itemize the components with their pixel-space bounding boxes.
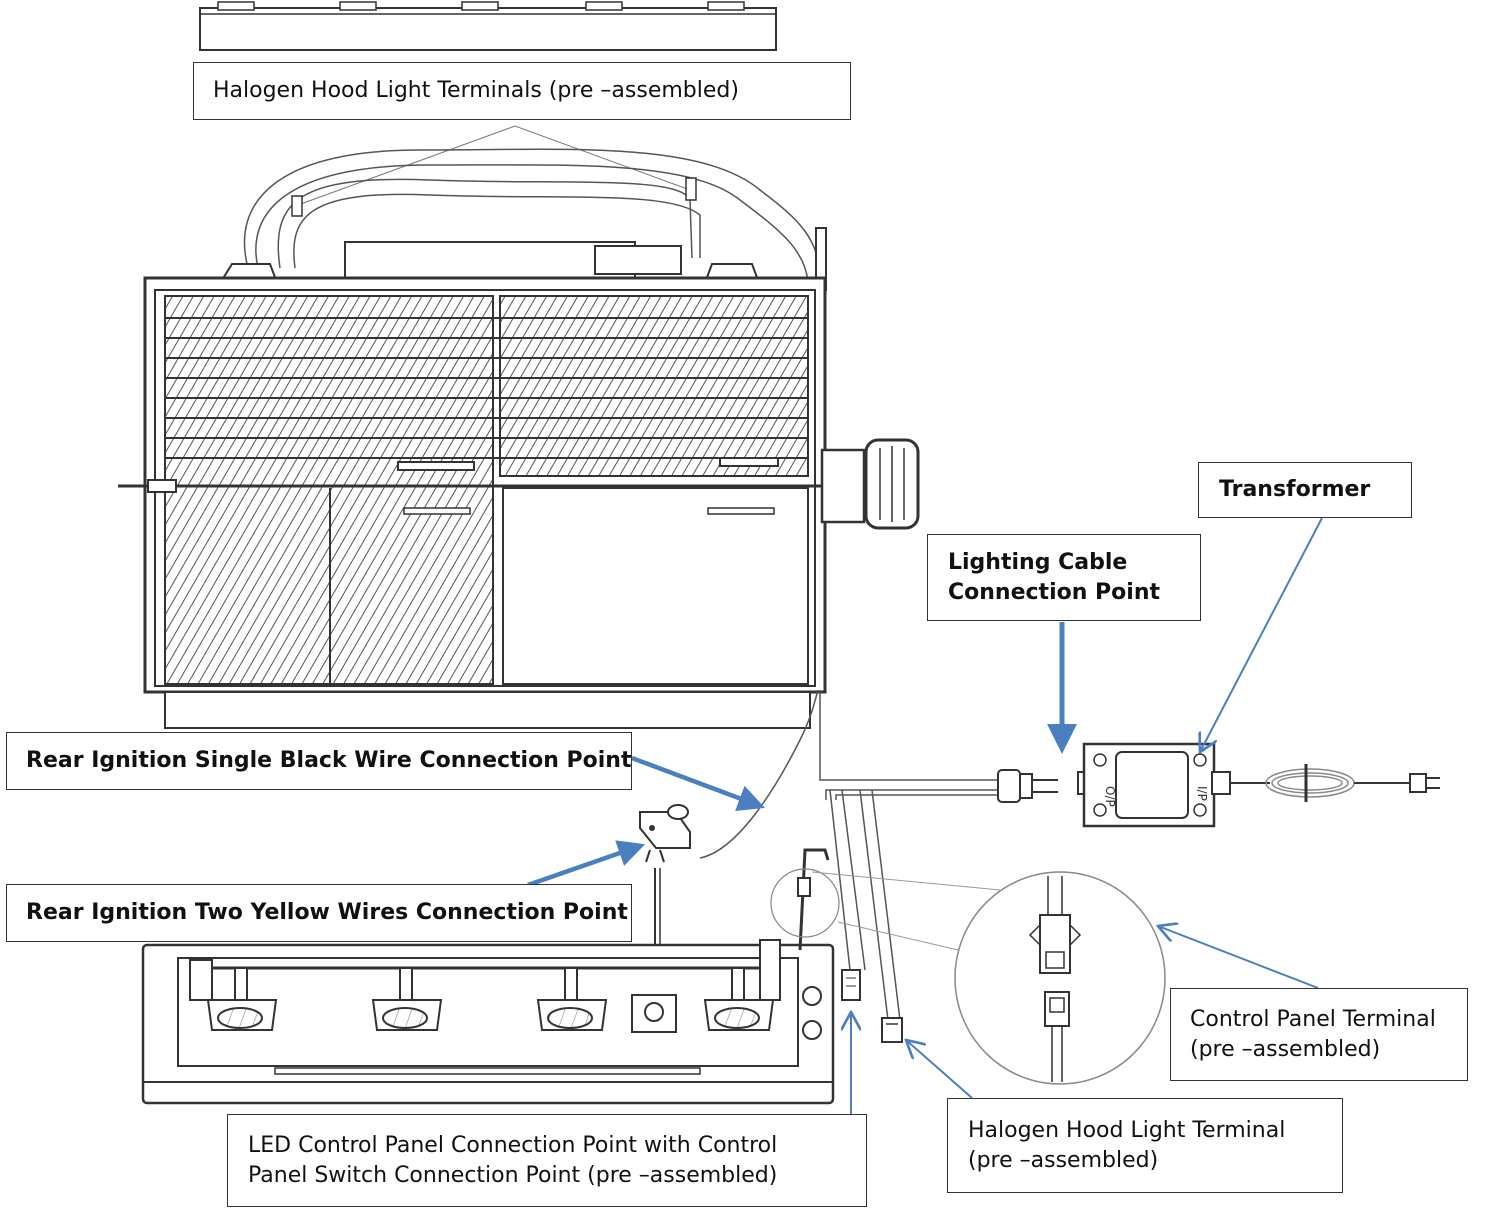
- arrow-control-panel-terminal: [1158, 926, 1319, 989]
- label-halogen-hood-light-terminals: Halogen Hood Light Terminals (pre –assem…: [193, 62, 851, 120]
- arrow-black-wire: [631, 755, 766, 812]
- label-halogen-hood-light-terminal-line1: Halogen Hood Light Terminal: [968, 1117, 1286, 1143]
- label-rear-ignition-yellow-wires: Rear Ignition Two Yellow Wires Connectio…: [6, 884, 632, 942]
- label-led-control-panel-line2: Panel Switch Connection Point (pre –asse…: [248, 1162, 778, 1188]
- transformer-unit: O/P I/P: [1077, 742, 1440, 828]
- label-transformer: Transformer: [1198, 462, 1412, 518]
- control-panel: [141, 848, 861, 1105]
- lighting-cable-connector: [997, 769, 1058, 803]
- transformer-input-marking: I/P: [1195, 786, 1209, 801]
- arrow-yellow-wires: [527, 840, 646, 888]
- label-halogen-hood-light-terminals-text: Halogen Hood Light Terminals (pre –assem…: [213, 78, 739, 104]
- arrow-halogen-terminal: [906, 1040, 973, 1099]
- label-control-panel-terminal: Control Panel Terminal (pre –assembled): [1170, 988, 1468, 1081]
- rear-ignition-module: [639, 689, 819, 970]
- label-halogen-hood-light-terminal: Halogen Hood Light Terminal (pre –assemb…: [947, 1098, 1343, 1193]
- label-control-panel-terminal-line1: Control Panel Terminal: [1190, 1006, 1436, 1032]
- label-lighting-cable-connection-point: Lighting Cable Connection Point: [927, 534, 1201, 621]
- label-rear-ignition-yellow-wires-text: Rear Ignition Two Yellow Wires Connectio…: [26, 900, 628, 926]
- callout-arrows: [527, 517, 1323, 1114]
- label-control-panel-terminal-line2: (pre –assembled): [1190, 1036, 1381, 1062]
- label-led-control-panel-line1: LED Control Panel Connection Point with …: [248, 1132, 778, 1158]
- halogen-wires: [243, 148, 821, 283]
- grill-body: [118, 227, 920, 729]
- label-rear-ignition-black-wire: Rear Ignition Single Black Wire Connecti…: [6, 732, 632, 790]
- wiring-harness: [819, 690, 1000, 1043]
- label-halogen-hood-light-terminal-line2: (pre –assembled): [968, 1147, 1159, 1173]
- label-led-control-panel-connection-point: LED Control Panel Connection Point with …: [227, 1114, 867, 1207]
- label-transformer-text: Transformer: [1219, 477, 1371, 503]
- label-lighting-cable-line2: Connection Point: [948, 579, 1160, 605]
- label-rear-ignition-black-wire-text: Rear Ignition Single Black Wire Connecti…: [26, 748, 632, 774]
- transformer-output-marking: O/P: [1103, 786, 1117, 807]
- halogen-light-bar: [199, 1, 777, 51]
- connector-detail-magnifier: [811, 871, 1166, 1085]
- label-lighting-cable-line1: Lighting Cable: [948, 549, 1128, 575]
- arrow-transformer: [1200, 517, 1323, 752]
